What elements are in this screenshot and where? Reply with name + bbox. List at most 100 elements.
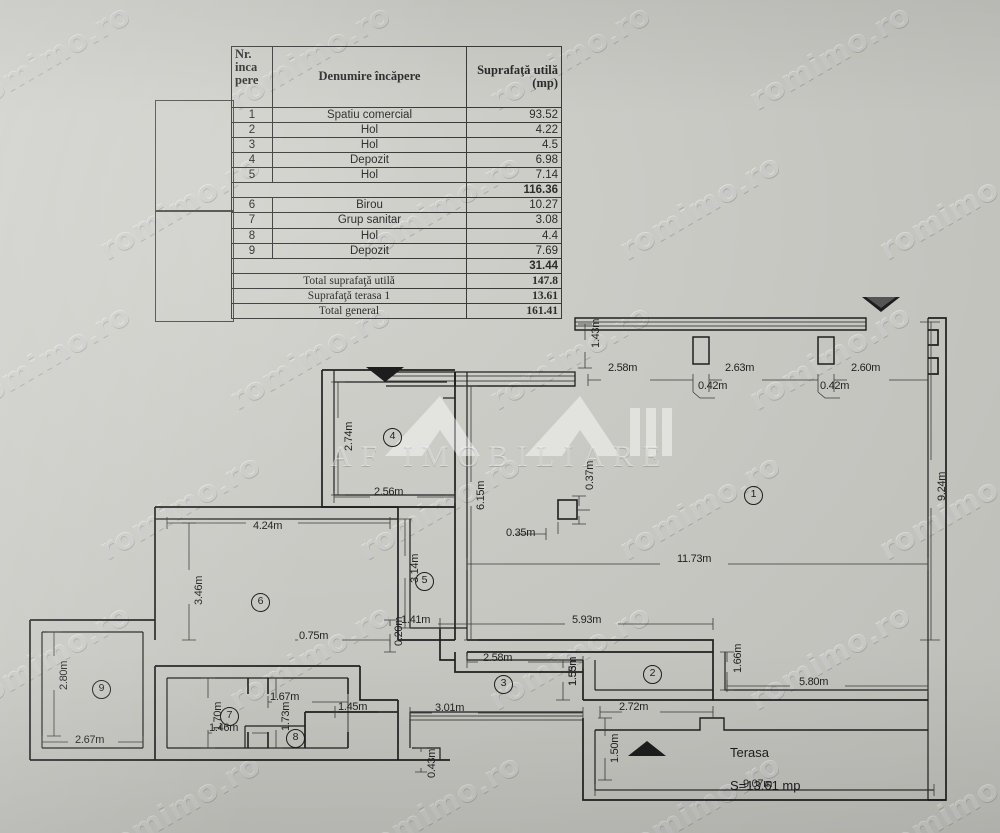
dimension-label: 2.60m (851, 362, 881, 374)
cell-suprafata: 4.4 (466, 227, 562, 244)
dimension-label: 2.63m (725, 362, 755, 374)
table-subtotal-row: 116.36 (231, 182, 562, 199)
room-number-marker: 6 (251, 593, 270, 612)
cell-denumire: Birou (272, 197, 467, 214)
header-suprafata: Suprafaţă utilă (mp) (466, 46, 562, 108)
terrace-name: Terasa (730, 745, 770, 761)
cell-denumire: Depozit (272, 152, 467, 169)
cell-nr: 3 (231, 137, 273, 154)
header-denumire: Denumire încăpere (272, 46, 467, 108)
room-schedule-table: Nr. inca pere Denumire încăpere Suprafaţ… (231, 46, 562, 319)
dimension-label: 5.80m (799, 676, 829, 688)
dimension-label: 1.43m (590, 318, 602, 348)
cell-nr: 1 (231, 106, 273, 124)
cell-suprafata: 10.27 (466, 197, 562, 214)
cell-subtotal-blank (231, 257, 467, 274)
cell-suprafata: 7.69 (466, 242, 562, 259)
cell-subtotal-blank (231, 182, 467, 199)
cell-total-label: Suprafaţă terasa 1 (231, 287, 467, 304)
dimension-label: 1.46m (209, 722, 239, 734)
table-header-row: Nr. inca pere Denumire încăpere Suprafaţ… (231, 46, 562, 108)
cell-nr: 4 (231, 152, 273, 169)
dimension-label: 2.80m (58, 660, 70, 690)
cell-total-label: Total suprafaţă utilă (231, 272, 467, 289)
cell-total-label: Total general (231, 302, 467, 319)
dimension-label: 2.67m (75, 734, 105, 746)
table-extension-box-bottom (155, 210, 234, 322)
dimension-label: 1.55m (567, 656, 579, 686)
table-extension-box-top (155, 100, 234, 212)
cell-nr: 7 (231, 212, 273, 229)
cell-denumire: Depozit (272, 242, 467, 259)
dimension-label: 0.43m (426, 748, 438, 778)
room-number-marker: 7 (220, 707, 239, 726)
dimension-label: 2.58m (608, 362, 638, 374)
dimension-label: 9.24m (936, 471, 948, 501)
cell-denumire: Hol (272, 227, 467, 244)
header-nr: Nr. inca pere (231, 46, 273, 108)
terrace-label: Terasa S=13.61 mp (730, 729, 800, 794)
room-number-marker: 5 (415, 572, 434, 591)
dimension-label: 0.42m (820, 380, 850, 392)
cell-nr: 5 (231, 167, 273, 184)
cell-suprafata: 4.22 (466, 122, 562, 139)
cell-suprafata: 93.52 (466, 106, 562, 124)
dimension-label: 1.50m (609, 733, 621, 763)
cell-denumire: Grup sanitar (272, 212, 467, 229)
dimension-label: 2.56m (374, 486, 404, 498)
dimension-label: 5.93m (572, 614, 602, 626)
dimension-label: 2.74m (343, 421, 355, 451)
cell-denumire: Hol (272, 167, 467, 184)
room-number-marker: 1 (744, 486, 763, 505)
terrace-area: S=13.61 mp (730, 777, 801, 793)
cell-nr: 8 (231, 227, 273, 244)
cell-total-value: 147.8 (466, 272, 562, 289)
room-number-marker: 8 (286, 729, 305, 748)
cell-subtotal-value: 31.44 (466, 257, 562, 274)
dimension-label: 4.24m (253, 520, 283, 532)
cell-nr: 2 (231, 122, 273, 139)
cell-subtotal-value: 116.36 (466, 182, 562, 199)
dimension-label: 0.35m (506, 527, 536, 539)
cell-suprafata: 4.5 (466, 137, 562, 154)
dimension-label: 0.42m (698, 380, 728, 392)
dimension-label: 1.45m (338, 701, 368, 713)
dimension-label: 3.14m (409, 553, 421, 583)
dimension-label: 1.41m (401, 614, 431, 626)
dimension-label: 0.37m (584, 460, 596, 490)
room-number-marker: 9 (92, 680, 111, 699)
north-marker-left (366, 367, 404, 382)
dimension-label: 9.07m (743, 778, 773, 790)
cell-nr: 9 (231, 242, 273, 259)
dimension-label: 1.67m (270, 691, 300, 703)
cell-suprafata: 6.98 (466, 152, 562, 169)
room-number-marker: 3 (494, 675, 513, 694)
cell-total-value: 161.41 (466, 302, 562, 319)
dimension-label: 0.75m (299, 630, 329, 642)
north-marker-bottom (628, 741, 666, 756)
cell-total-value: 13.61 (466, 287, 562, 304)
cell-denumire: Hol (272, 137, 467, 154)
dimension-label: 0.20m (393, 616, 405, 646)
dimension-label: 3.46m (193, 575, 205, 605)
dimension-label: 2.58m (483, 652, 513, 664)
room-number-marker: 4 (383, 428, 402, 447)
dimension-label: 1.73m (280, 701, 292, 731)
dimension-label: 3.01m (435, 702, 465, 714)
dimension-label: 11.73m (677, 553, 712, 565)
dimension-label: 2.72m (619, 701, 649, 713)
cell-suprafata: 7.14 (466, 167, 562, 184)
dimension-label: 6.15m (475, 480, 487, 510)
cell-suprafata: 3.08 (466, 212, 562, 229)
